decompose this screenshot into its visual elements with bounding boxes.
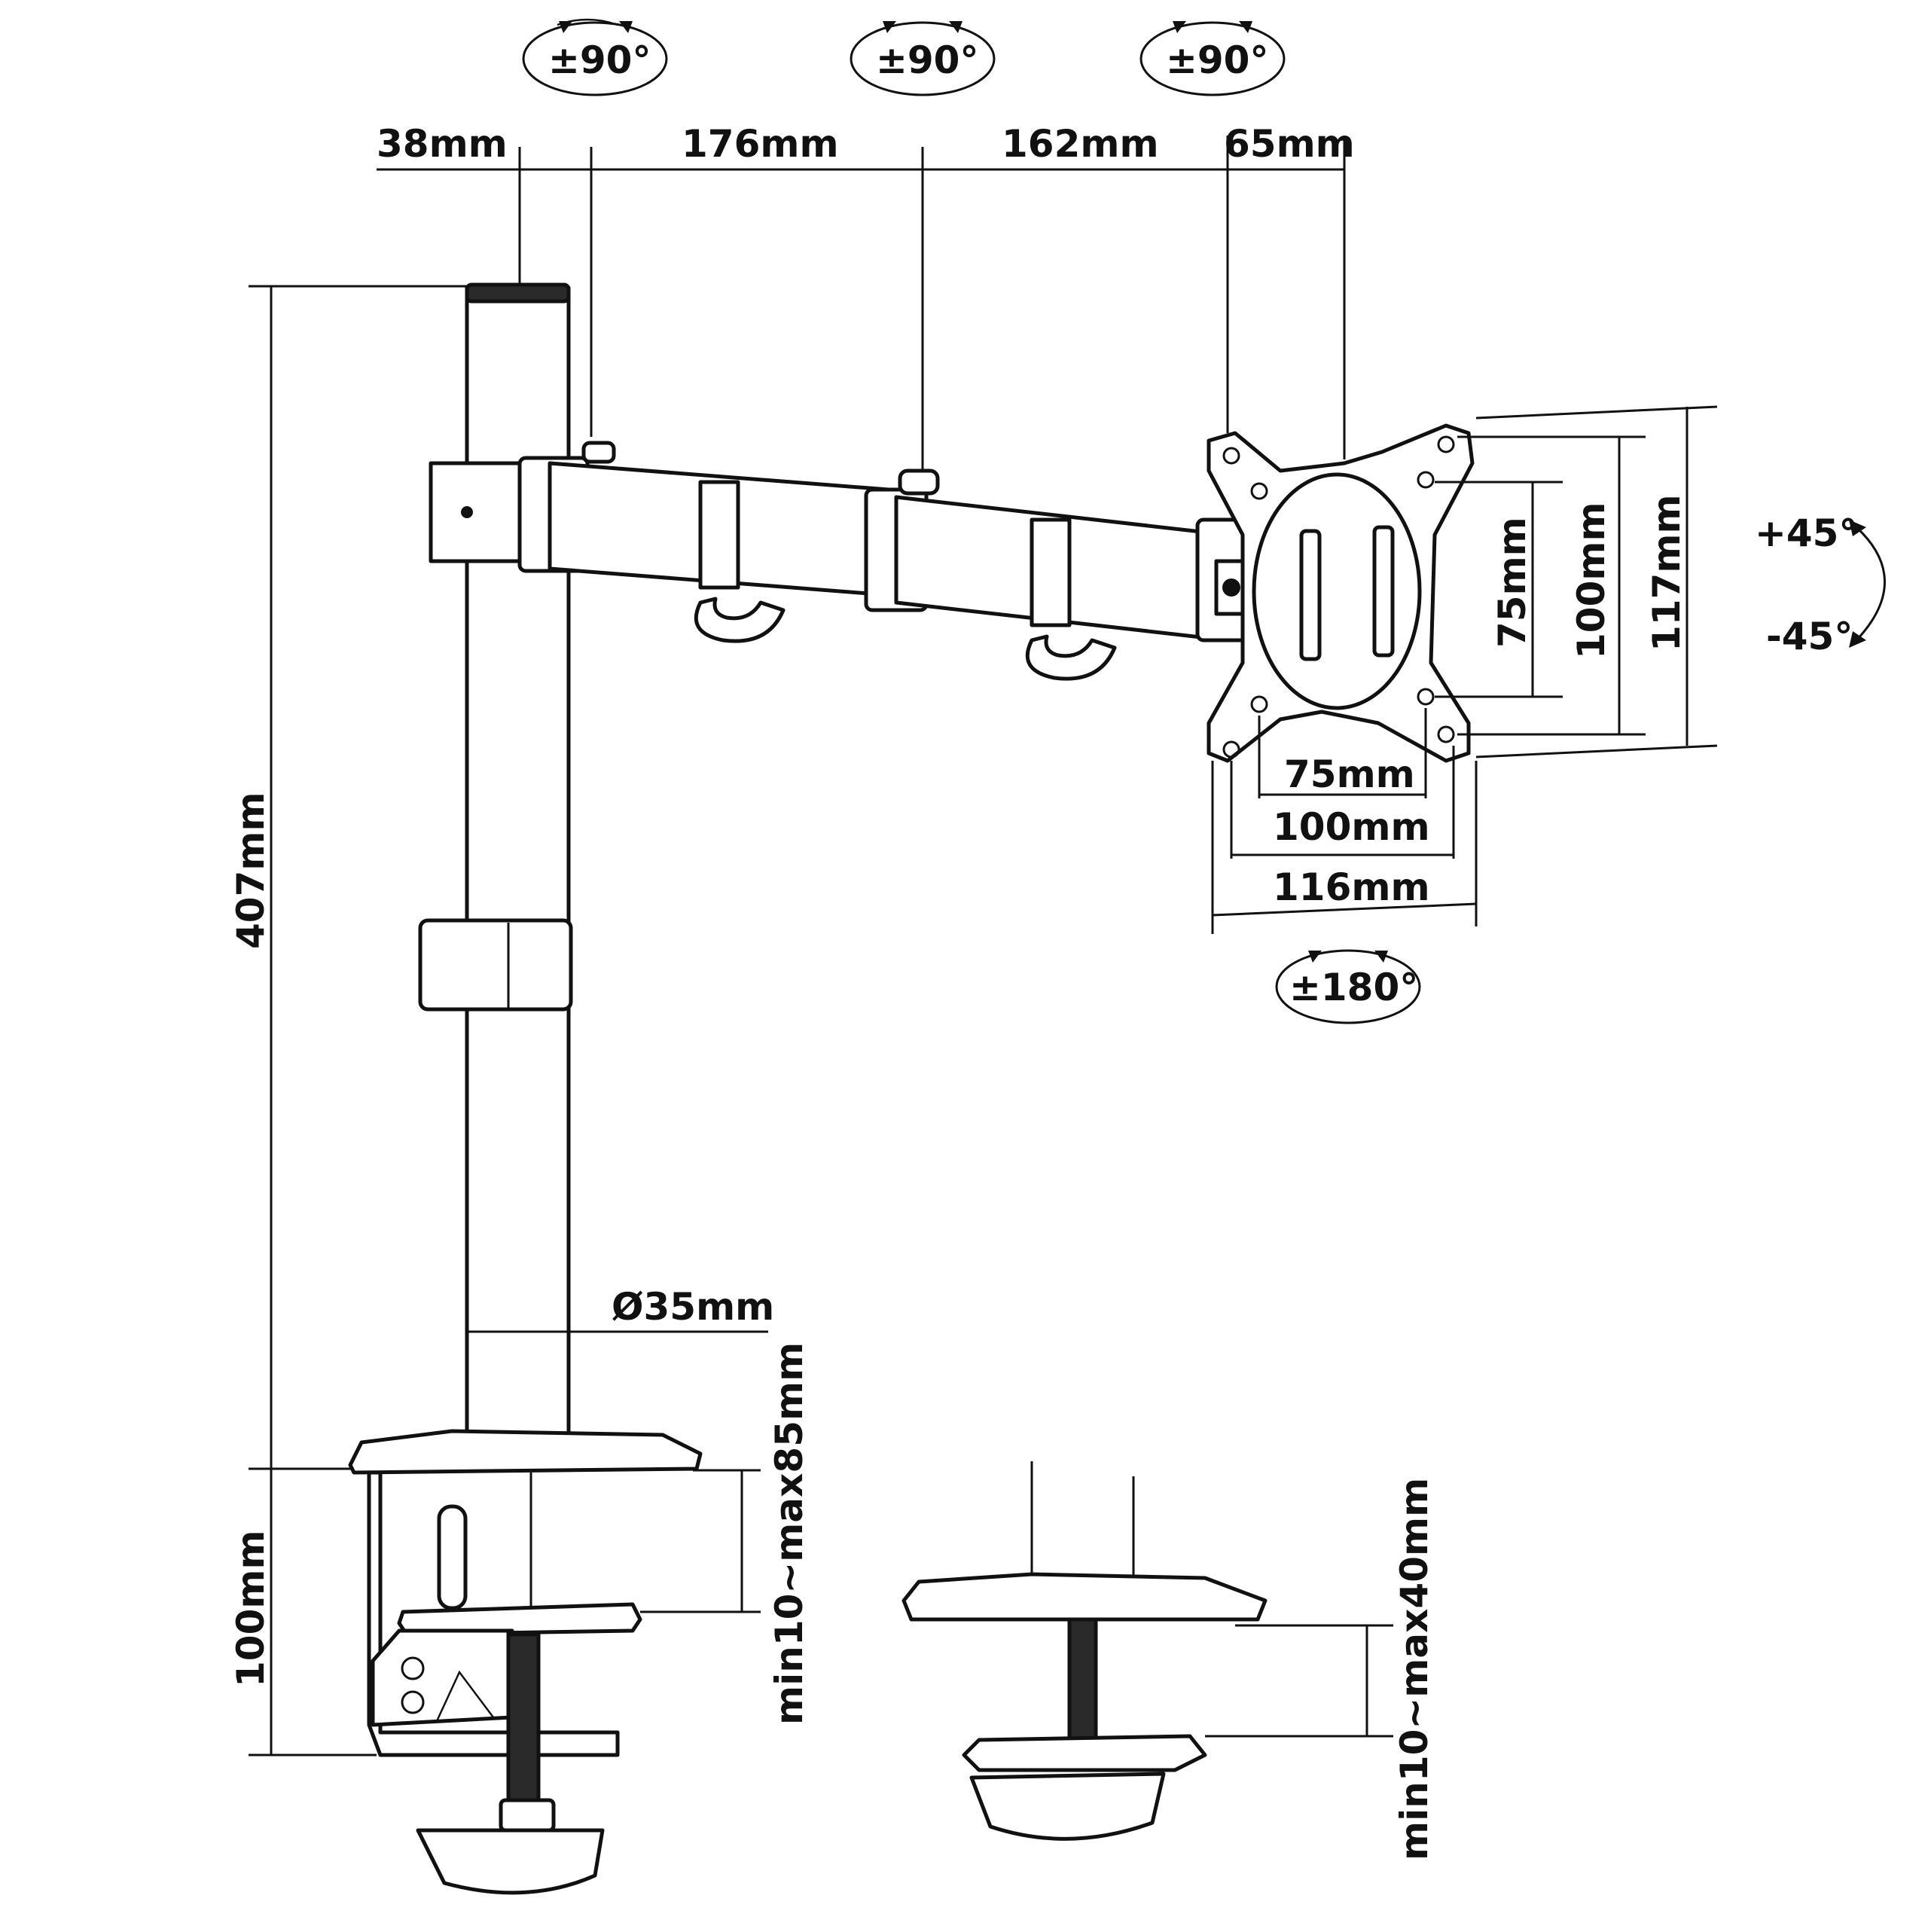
grommet-range-dims [1205, 1624, 1393, 1738]
tilt-arrow [1849, 520, 1886, 648]
dim-clamp-range: min10~max85mm [767, 1342, 811, 1725]
vesa-vertical-dims [1435, 405, 1718, 758]
height-dimension-lines [249, 285, 467, 1757]
rotation-label-vesa: ±180° [1289, 966, 1418, 1009]
rotation-oval-joint3 [1139, 21, 1286, 96]
c-clamp [348, 1429, 703, 1895]
rotation-label-joint2: ±90° [876, 38, 978, 82]
vesa-horizontal-dims [1211, 708, 1478, 934]
dim-arm1: 176mm [682, 122, 839, 166]
rotation-label-joint3: ±90° [1166, 38, 1268, 82]
dim-pole-offset: 38mm [377, 122, 508, 166]
dim-head: 65mm [1224, 122, 1355, 166]
rotation-label-joint1: ±90° [548, 38, 651, 82]
tilt-down-label: -45° [1766, 615, 1853, 658]
dim-arm2: 162mm [1002, 122, 1159, 166]
dim-vesa-h75: 75mm [1284, 752, 1415, 796]
rotation-oval-joint2 [850, 21, 996, 96]
vesa-plate [1207, 423, 1475, 763]
dim-vesa-v117: 117mm [1645, 494, 1689, 652]
dim-pole-diameter: Ø35mm [612, 1285, 774, 1329]
top-dimension-lines [377, 136, 1346, 478]
dim-pole-height: 407mm [229, 792, 273, 949]
dim-vesa-h116: 116mm [1273, 865, 1430, 909]
tilt-up-label: +45° [1755, 511, 1857, 555]
dim-vesa-v100: 100mm [1570, 502, 1613, 659]
dim-vesa-v75: 75mm [1490, 517, 1534, 648]
clamp-range-dims [640, 1469, 761, 1613]
dim-clamp-height: 100mm [229, 1530, 273, 1687]
grommet-mount [901, 1461, 1268, 1841]
rotation-oval-joint1 [522, 18, 668, 96]
dim-vesa-h100: 100mm [1273, 805, 1430, 849]
arm-assembly [429, 441, 1252, 681]
rotation-oval-vesa [1275, 949, 1421, 1024]
dim-grommet-range: min10~max40mm [1393, 1478, 1436, 1860]
